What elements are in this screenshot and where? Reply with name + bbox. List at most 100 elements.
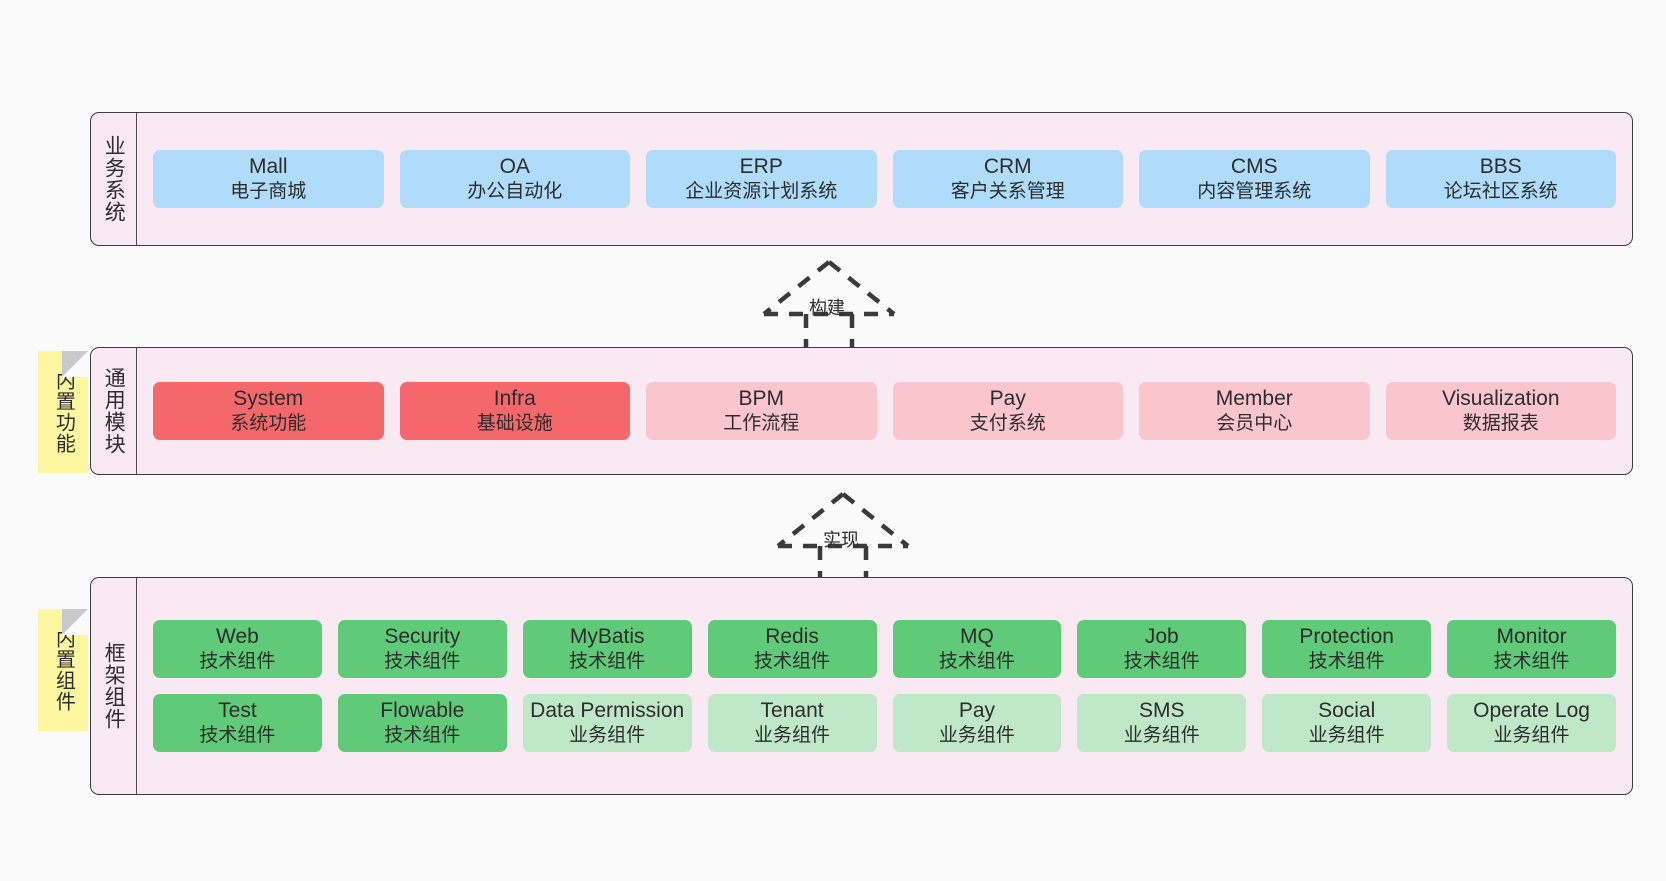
card-subtitle: 业务组件 bbox=[938, 725, 1015, 747]
card-subtitle: 技术组件 bbox=[199, 725, 276, 747]
card-title: Infra bbox=[493, 386, 536, 410]
card-subtitle: 技术组件 bbox=[938, 651, 1015, 673]
card-title: Security bbox=[384, 624, 461, 648]
framework-card-tenant[interactable]: Tenant 业务组件 bbox=[707, 694, 877, 753]
card-subtitle: 内容管理系统 bbox=[1197, 181, 1312, 203]
card-subtitle: 业务组件 bbox=[1493, 725, 1570, 747]
framework-card-flowable[interactable]: Flowable 技术组件 bbox=[337, 694, 507, 753]
common-card-bpm[interactable]: BPM 工作流程 bbox=[646, 381, 877, 441]
common-card-system[interactable]: System 系统功能 bbox=[153, 381, 384, 441]
card-title: BPM bbox=[738, 386, 784, 410]
business-card-crm[interactable]: CRM 客户关系管理 bbox=[892, 149, 1123, 209]
card-subtitle: 技术组件 bbox=[1123, 651, 1200, 673]
framework-card-mybatis[interactable]: MyBatis 技术组件 bbox=[522, 619, 692, 678]
card-title: CMS bbox=[1230, 154, 1278, 178]
card-title: Web bbox=[216, 624, 259, 648]
connector-build: 构建 bbox=[756, 258, 902, 350]
note-builtin-features: 内置功能 bbox=[38, 351, 88, 473]
framework-card-redis[interactable]: Redis 技术组件 bbox=[707, 619, 877, 678]
framework-card-test[interactable]: Test 技术组件 bbox=[153, 694, 322, 753]
business-card-oa[interactable]: OA 办公自动化 bbox=[399, 149, 630, 209]
framework-card-mq[interactable]: MQ 技术组件 bbox=[892, 619, 1062, 678]
framework-card-web[interactable]: Web 技术组件 bbox=[153, 619, 322, 678]
card-title: OA bbox=[499, 154, 530, 178]
card-subtitle: 论坛社区系统 bbox=[1443, 181, 1558, 203]
card-subtitle: 数据报表 bbox=[1462, 413, 1539, 435]
card-subtitle: 技术组件 bbox=[384, 725, 461, 747]
card-title: Data Permission bbox=[530, 699, 685, 722]
card-title: Social bbox=[1318, 699, 1376, 722]
card-subtitle: 支付系统 bbox=[969, 413, 1046, 435]
card-title: Member bbox=[1215, 386, 1293, 410]
card-title: MQ bbox=[960, 624, 994, 648]
connector-implement: 实现 bbox=[770, 490, 916, 578]
card-title: Monitor bbox=[1496, 624, 1567, 648]
framework-card-monitor[interactable]: Monitor 技术组件 bbox=[1447, 619, 1616, 678]
common-card-member[interactable]: Member 会员中心 bbox=[1139, 381, 1370, 441]
card-title: Job bbox=[1144, 624, 1179, 648]
card-subtitle: 业务组件 bbox=[1123, 725, 1200, 747]
note-builtin-features-label: 内置功能 bbox=[52, 370, 75, 454]
card-subtitle: 工作流程 bbox=[723, 413, 800, 435]
card-subtitle: 系统功能 bbox=[230, 413, 307, 435]
card-title: Tenant bbox=[760, 699, 824, 722]
card-subtitle: 技术组件 bbox=[1493, 651, 1570, 673]
business-card-mall[interactable]: Mall 电子商城 bbox=[153, 149, 384, 209]
card-subtitle: 客户关系管理 bbox=[950, 181, 1065, 203]
card-subtitle: 企业资源计划系统 bbox=[685, 181, 838, 203]
card-subtitle: 技术组件 bbox=[754, 651, 831, 673]
card-subtitle: 办公自动化 bbox=[467, 181, 563, 203]
card-subtitle: 业务组件 bbox=[569, 725, 646, 747]
connector-build-label: 构建 bbox=[809, 298, 845, 318]
business-card-cms[interactable]: CMS 内容管理系统 bbox=[1139, 149, 1370, 209]
card-title: Pay bbox=[958, 699, 996, 722]
framework-card-job[interactable]: Job 技术组件 bbox=[1077, 619, 1247, 678]
card-title: Visualization bbox=[1441, 386, 1560, 410]
framework-card-social[interactable]: Social 业务组件 bbox=[1262, 694, 1432, 753]
layer-framework-title: 框架组件 bbox=[91, 578, 137, 794]
note-builtin-components: 内置组件 bbox=[38, 609, 88, 731]
card-subtitle: 技术组件 bbox=[1308, 651, 1385, 673]
layer-business-body: Mall 电子商城 OA 办公自动化 ERP 企业资源计划系统 CRM 客户关系管理 CMS 内容… bbox=[137, 113, 1632, 245]
card-title: ERP bbox=[739, 154, 783, 178]
layer-common-title: 通用模块 bbox=[91, 348, 137, 474]
card-title: MyBatis bbox=[569, 624, 645, 648]
business-card-row: Mall 电子商城 OA 办公自动化 ERP 企业资源计划系统 CRM 客户关系管理 CMS 内容… bbox=[153, 149, 1616, 209]
card-subtitle: 基础设施 bbox=[476, 413, 553, 435]
card-subtitle: 技术组件 bbox=[569, 651, 646, 673]
note-builtin-components-label: 内置组件 bbox=[52, 628, 75, 712]
framework-card-data-permission[interactable]: Data Permission 业务组件 bbox=[522, 694, 692, 753]
framework-card-protection[interactable]: Protection 技术组件 bbox=[1262, 619, 1432, 678]
card-subtitle: 业务组件 bbox=[754, 725, 831, 747]
common-card-visualization[interactable]: Visualization 数据报表 bbox=[1385, 381, 1616, 441]
common-card-infra[interactable]: Infra 基础设施 bbox=[399, 381, 630, 441]
card-title: Redis bbox=[765, 624, 819, 648]
card-subtitle: 业务组件 bbox=[1308, 725, 1385, 747]
card-title: Test bbox=[218, 699, 257, 722]
card-subtitle: 会员中心 bbox=[1216, 413, 1293, 435]
card-title: Mall bbox=[248, 154, 288, 178]
card-subtitle: 技术组件 bbox=[199, 651, 276, 673]
card-title: Protection bbox=[1299, 624, 1394, 648]
framework-card-pay[interactable]: Pay 业务组件 bbox=[892, 694, 1062, 753]
business-card-erp[interactable]: ERP 企业资源计划系统 bbox=[646, 149, 877, 209]
connector-implement-label: 实现 bbox=[823, 530, 859, 550]
card-subtitle: 电子商城 bbox=[230, 181, 307, 203]
card-title: System bbox=[233, 386, 304, 410]
card-title: CRM bbox=[983, 154, 1032, 178]
card-title: Flowable bbox=[380, 699, 465, 722]
